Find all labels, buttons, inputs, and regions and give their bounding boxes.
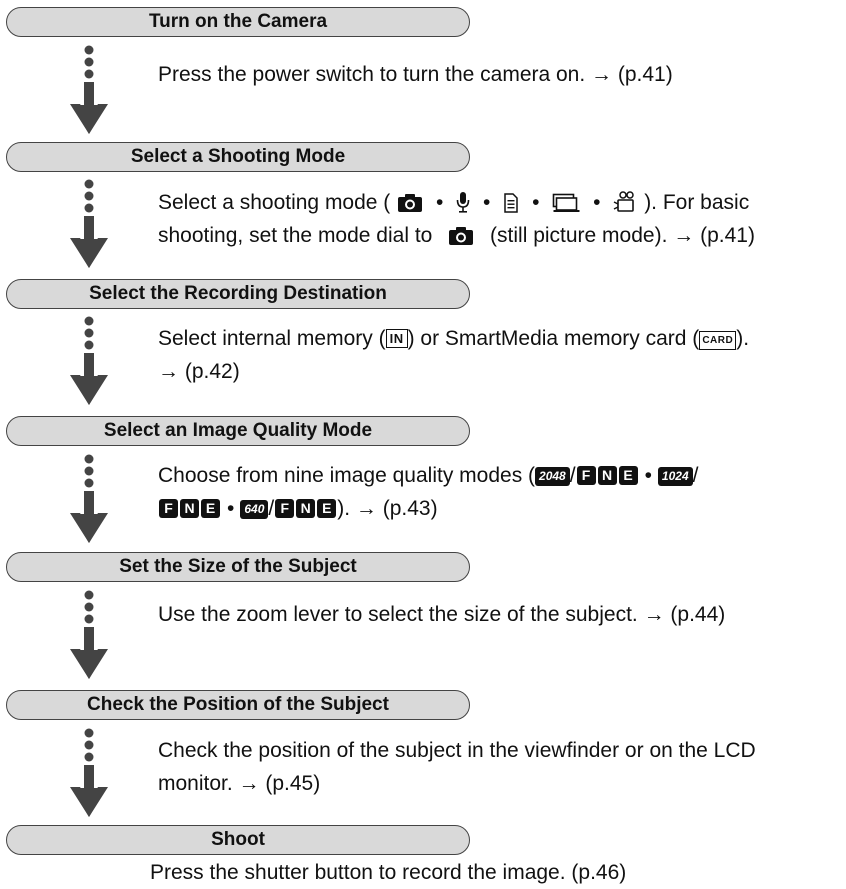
step-description: monitor. → (p.45) [158,772,321,795]
quality-e-icon: E [201,499,220,518]
flow-arrow-icon [68,313,110,409]
separator: • [593,191,601,214]
flow-arrow-icon [68,451,110,547]
flow-arrow-icon [68,42,110,138]
desc-line1-pre: Select internal memory ( [158,327,386,350]
step-title: Check the Position of the Subject [6,690,470,720]
flow-arrow-icon [68,176,110,272]
still-camera-icon [449,227,474,245]
step-description: Select internal memory (IN) or SmartMedi… [158,322,749,355]
quality-n-icon: N [180,499,199,518]
separator: • [436,191,444,214]
step-description: Use the zoom lever to select the size of… [158,603,726,626]
step-title: Turn on the Camera [6,7,470,37]
desc-line1-mid: ) or SmartMedia memory card ( [407,327,700,350]
step-description: → (p.42) [158,360,240,383]
step-description: Choose from nine image quality modes (20… [158,464,699,487]
movie-camera-icon [614,191,635,212]
step-description: Select a shooting mode ( • • • • [158,186,749,219]
flow-arrow-icon [68,725,110,821]
desc-line2-post: ). → (p.43) [337,497,438,520]
desc-line2-pre: shooting, set the mode dial to [158,224,433,247]
desc-line2-post: (still picture mode). → (p.41) [490,224,755,247]
card-icon: CARD [699,331,737,350]
desc-line1-pre: Choose from nine image quality modes ( [158,464,536,487]
quality-e-icon: E [317,499,337,518]
desc-line1-pre: Select a shooting mode ( [158,191,391,214]
step-title: Shoot [6,825,470,855]
quality-f-icon: F [275,499,295,518]
resolution-640-icon: 640 [240,500,269,519]
document-icon [504,193,518,213]
step-description: Check the position of the subject in the… [158,739,756,762]
sequence-icon [552,193,580,212]
separator: • [483,191,491,214]
quality-f-icon: F [576,466,596,485]
step-title: Select an Image Quality Mode [6,416,470,446]
step-title: Select a Shooting Mode [6,142,470,172]
quality-n-icon: N [296,499,316,518]
internal-memory-icon: IN [385,329,408,348]
microphone-icon [456,192,470,213]
quality-f-icon: F [159,499,178,518]
quality-n-icon: N [597,466,617,485]
step-title: Set the Size of the Subject [6,552,470,582]
separator: • [532,191,540,214]
step-title: Select the Recording Destination [6,279,470,309]
step-description: Press the shutter button to record the i… [150,861,627,884]
resolution-1024-icon: 1024 [657,467,693,486]
step-description: shooting, set the mode dial to (still pi… [158,219,755,252]
quality-e-icon: E [618,466,638,485]
still-camera-icon [398,194,423,212]
resolution-2048-icon: 2048 [535,467,570,486]
separator: • [227,497,235,520]
desc-line1-post: ). For basic [644,191,750,214]
step-description: Press the power switch to turn the camer… [158,63,673,86]
flow-arrow-icon [68,587,110,683]
separator: • [644,464,652,487]
desc-line1-post: ). [736,327,750,350]
